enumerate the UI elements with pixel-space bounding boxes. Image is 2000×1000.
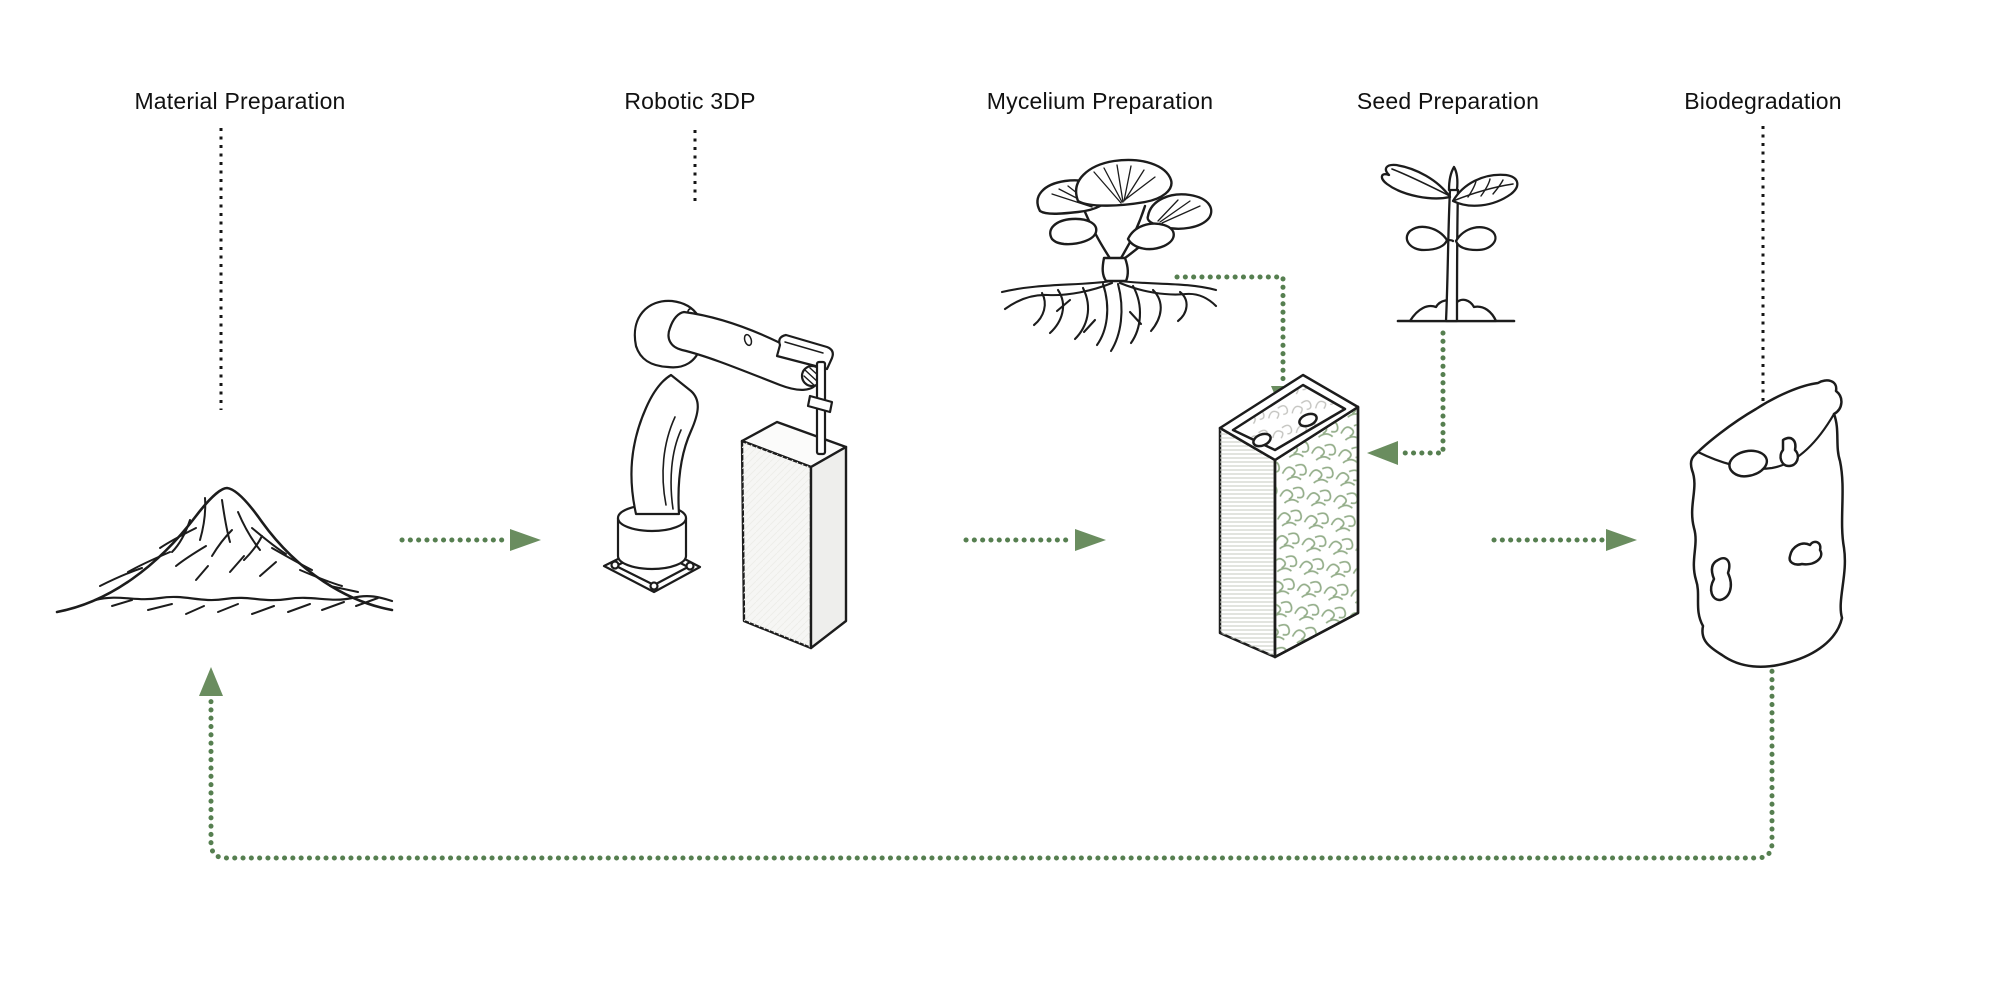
material-pile-illustration (55, 486, 394, 615)
stage-label-material-preparation: Material Preparation (134, 88, 346, 114)
stage-label-seed-preparation: Seed Preparation (1356, 88, 1540, 114)
flow-line-return-loop (208, 660, 1775, 861)
arrowhead-robot-to-mycelium (1075, 529, 1106, 551)
flow-line-seed-to-block (1398, 330, 1446, 456)
arrowhead-mycelium-to-biodegradation (1606, 529, 1637, 551)
printed-block-illustration (740, 420, 848, 650)
stage-label-robotic-3dp: Robotic 3DP (624, 88, 756, 114)
stage-label-mycelium-preparation: Mycelium Preparation (986, 88, 1214, 114)
robot-arm-illustration (602, 299, 834, 594)
seedling-illustration (1380, 163, 1519, 323)
degraded-block-illustration (1689, 379, 1847, 668)
arrowhead-seed-to-block (1367, 441, 1398, 465)
arrowhead-material-to-robot (510, 529, 541, 551)
stage-label-biodegradation: Biodegradation (1684, 88, 1842, 114)
flow-line-mushroom-to-block (1174, 274, 1286, 385)
mycelium-block-illustration (1218, 373, 1360, 659)
arrowhead-return-loop (199, 667, 223, 696)
mushroom-illustration (1000, 158, 1218, 353)
